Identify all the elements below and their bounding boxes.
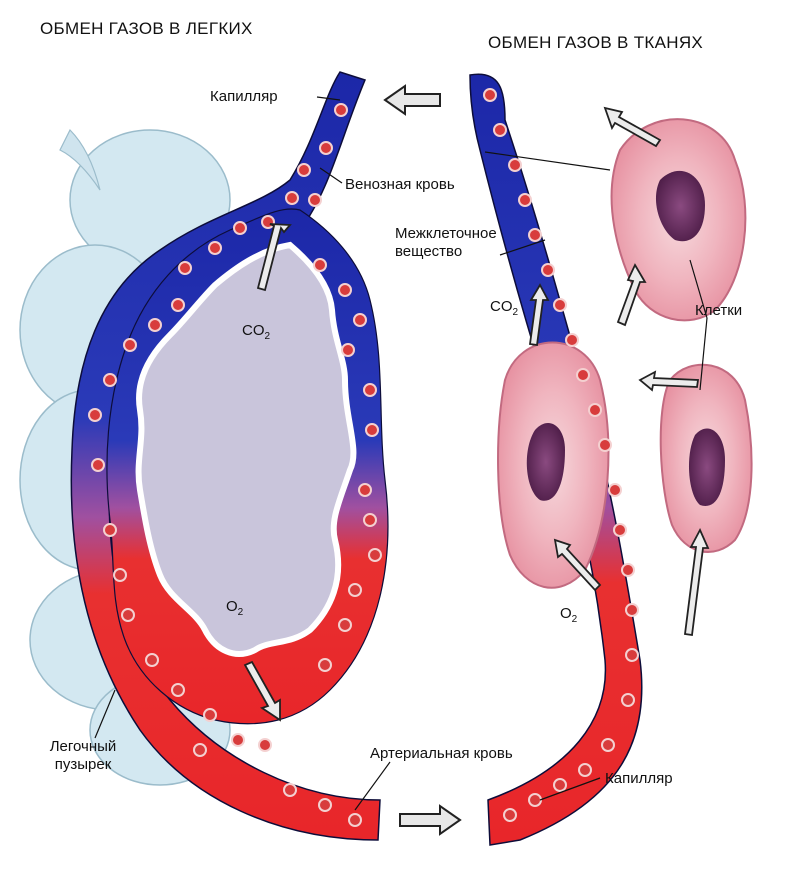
venous-blood-label: Венозная кровь bbox=[345, 176, 455, 194]
left-title: ОБМЕН ГАЗОВ В ЛЕГКИХ bbox=[40, 20, 253, 38]
co2-lung-label: CO2 bbox=[242, 322, 270, 346]
tissue-cells bbox=[498, 119, 752, 588]
cells-label: Клетки bbox=[695, 302, 742, 320]
intercellular-label: Межклеточное вещество bbox=[395, 225, 505, 261]
right-title: ОБМЕН ГАЗОВ В ТКАНЯХ bbox=[488, 34, 703, 52]
arrow-left-icon bbox=[385, 86, 440, 114]
o2-lung-label: O2 bbox=[226, 598, 243, 622]
co2-tissue-label: CO2 bbox=[490, 298, 518, 322]
arrow-right-icon bbox=[400, 806, 460, 834]
o2-tissue-label: O2 bbox=[560, 605, 577, 629]
capillary-bottom-label: Капилляр bbox=[605, 770, 673, 788]
capillary-top-label: Капилляр bbox=[210, 88, 278, 106]
alveolus-label: Легочный пузырек bbox=[38, 738, 128, 774]
arterial-blood-label: Артериальная кровь bbox=[370, 745, 513, 763]
